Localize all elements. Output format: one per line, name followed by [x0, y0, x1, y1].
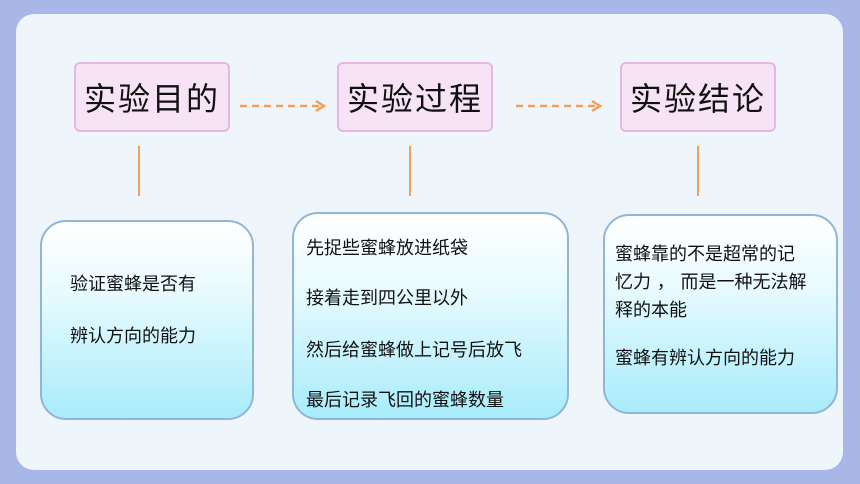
stage-title-conclusion: 实验结论 [620, 62, 776, 132]
card-process: 先捉些蜜蜂放进纸袋 接着走到四公里以外 然后给蜜蜂做上记号后放飞 最后记录飞回的… [292, 212, 569, 420]
card-process-line-4: 最后记录飞回的蜜蜂数量 [306, 390, 504, 411]
connector-conclusion [697, 146, 699, 196]
card-conclusion: 蜜蜂靠的不是超常的记 忆力 ， 而是一种无法解 释的本能 蜜蜂有辨认方向的能力 [603, 214, 838, 414]
card-conclusion-line-4: 蜜蜂有辨认方向的能力 [615, 348, 795, 369]
arrow-purpose-to-process [240, 99, 327, 113]
card-process-line-2: 接着走到四公里以外 [306, 288, 468, 309]
card-purpose-line-2: 辨认方向的能力 [70, 326, 196, 347]
connector-process [409, 146, 411, 196]
card-purpose: 验证蜜蜂是否有 辨认方向的能力 [40, 220, 254, 420]
stage-title-purpose: 实验目的 [74, 62, 230, 132]
card-conclusion-line-2: 忆力 ， 而是一种无法解 [615, 272, 807, 293]
card-conclusion-line-1: 蜜蜂靠的不是超常的记 [615, 244, 795, 265]
card-conclusion-line-3: 释的本能 [615, 300, 687, 321]
arrow-process-to-conclusion [516, 99, 603, 113]
card-process-line-1: 先捉些蜜蜂放进纸袋 [306, 238, 468, 259]
stage-title-process: 实验过程 [337, 62, 493, 132]
card-purpose-line-1: 验证蜜蜂是否有 [70, 274, 196, 295]
connector-purpose [138, 146, 140, 196]
card-process-line-3: 然后给蜜蜂做上记号后放飞 [306, 340, 522, 361]
